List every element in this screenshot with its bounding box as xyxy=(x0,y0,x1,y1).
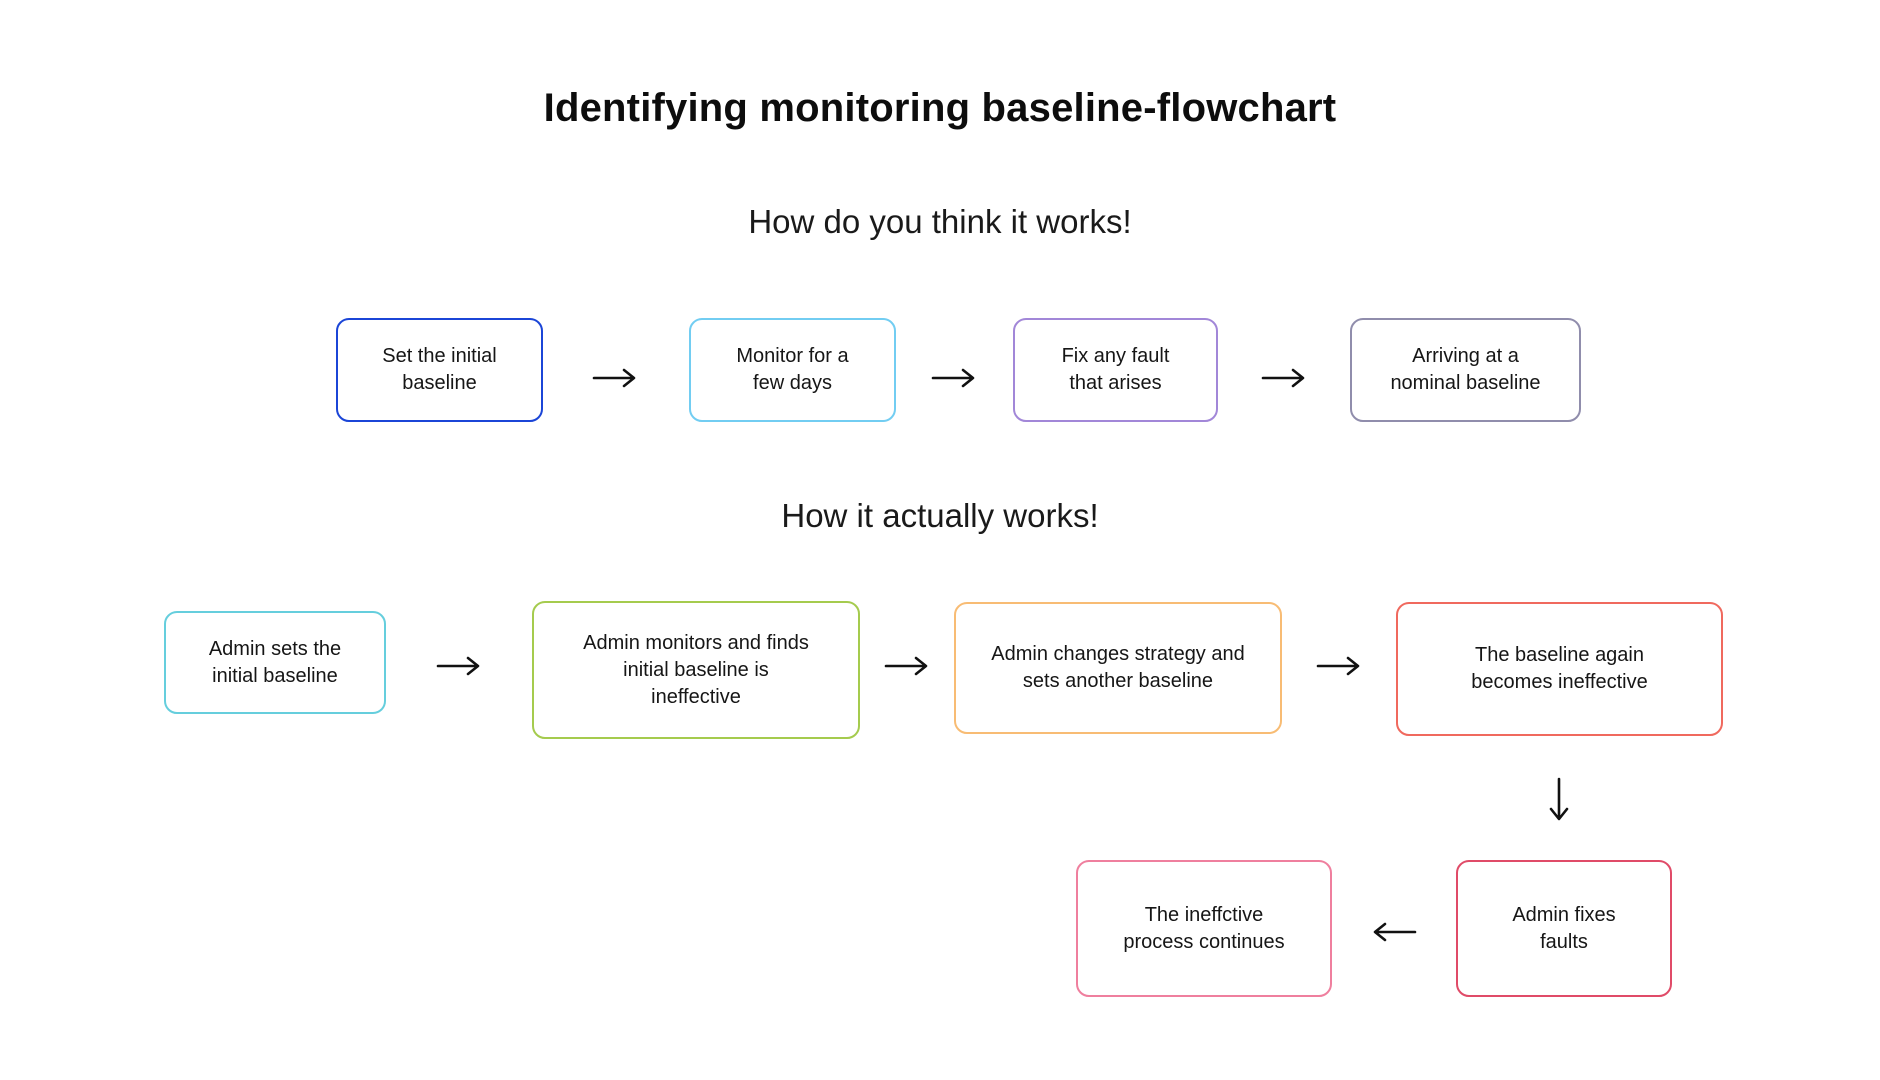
flow-box-admin-monitors-ineffective: Admin monitors and finds initial baselin… xyxy=(532,601,860,739)
flow-box-label: Arriving at a nominal baseline xyxy=(1390,345,1541,394)
flow-box-fix-any-fault: Fix any fault that arises xyxy=(1013,318,1218,422)
arrow-down-icon xyxy=(1549,777,1569,821)
flow-box-monitor-few-days: Monitor for a few days xyxy=(689,318,896,422)
flow-box-label: Set the initial baseline xyxy=(382,345,497,394)
section-heading-actual: How it actually works! xyxy=(781,497,1099,534)
page-title: Identifying monitoring baseline-flowchar… xyxy=(543,86,1337,130)
arrow-right-icon xyxy=(884,656,928,676)
flow-box-label: Fix any fault that arises xyxy=(1061,345,1170,394)
section-heading-expected: How do you think it works! xyxy=(748,203,1132,240)
flow-box-nominal-baseline: Arriving at a nominal baseline xyxy=(1350,318,1581,422)
flow-box-admin-changes-strategy: Admin changes strategy and sets another … xyxy=(954,602,1282,734)
flow-box-label: Admin changes strategy and sets another … xyxy=(991,643,1245,692)
flow-box-ineffective-process-continues: The ineffctive process continues xyxy=(1076,860,1332,997)
flow-box-baseline-again-ineffective: The baseline again becomes ineffective xyxy=(1396,602,1723,736)
flow-box-set-initial-baseline: Set the initial baseline xyxy=(336,318,543,422)
flow-box-admin-sets-baseline: Admin sets the initial baseline xyxy=(164,611,386,714)
arrow-right-icon xyxy=(1261,368,1305,388)
flow-box-label: Admin sets the initial baseline xyxy=(208,637,342,687)
arrow-right-icon xyxy=(931,368,975,388)
flow-box-label: Monitor for a few days xyxy=(736,345,849,394)
arrow-right-icon xyxy=(592,368,636,388)
flow-box-label: The baseline again becomes ineffective xyxy=(1471,644,1648,693)
flow-box-admin-fixes-faults: Admin fixes faults xyxy=(1456,860,1672,997)
flow-box-label: The ineffctive process continues xyxy=(1123,903,1285,953)
flow-box-label: Admin fixes faults xyxy=(1512,903,1616,953)
arrow-left-icon xyxy=(1373,922,1417,942)
arrow-right-icon xyxy=(1316,656,1360,676)
arrow-right-icon xyxy=(436,656,480,676)
flow-box-label: Admin monitors and finds initial baselin… xyxy=(583,631,809,708)
